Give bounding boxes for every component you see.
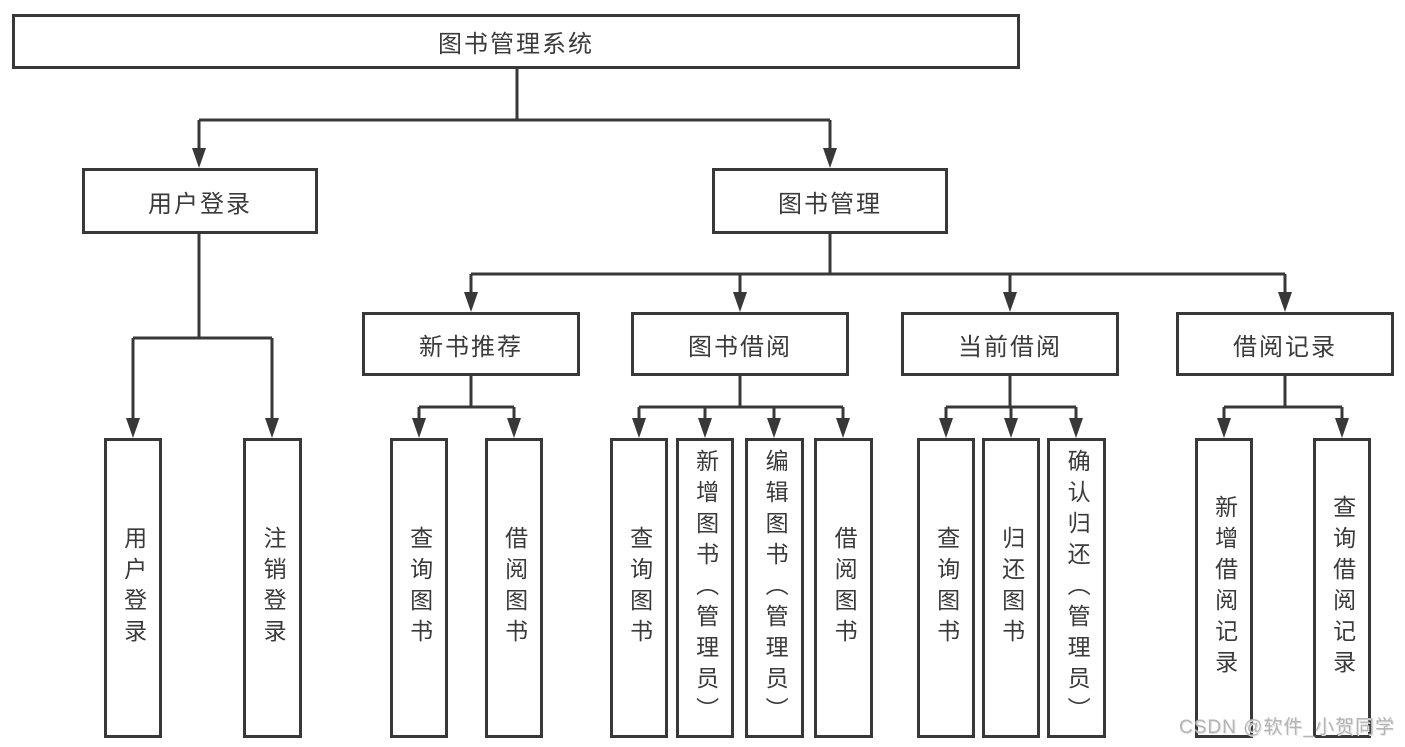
node-label: 注销登录 bbox=[260, 526, 287, 650]
node-leaf-edit-books-admin: 编辑图书（管理员） bbox=[745, 438, 804, 738]
node-label: 查询借阅记录 bbox=[1329, 495, 1356, 681]
node-leaf-logout: 注销登录 bbox=[243, 438, 302, 738]
node-label: 新增借阅记录 bbox=[1211, 495, 1238, 681]
node-leaf-add-books-admin: 新增图书（管理员） bbox=[676, 438, 734, 738]
node-label: 查询图书 bbox=[933, 526, 960, 650]
node-leaf-query-books-recommend: 查询图书 bbox=[390, 438, 448, 738]
node-library-management-system: 图书管理系统 bbox=[12, 14, 1020, 69]
node-label: 借阅记录 bbox=[1233, 333, 1337, 361]
node-label: 借阅图书 bbox=[831, 526, 858, 650]
node-label: 新书推荐 bbox=[419, 333, 523, 361]
node-user-login: 用户登录 bbox=[82, 168, 318, 234]
node-leaf-query-books-current: 查询图书 bbox=[917, 438, 975, 738]
node-label: 当前借阅 bbox=[958, 333, 1062, 361]
node-label: 图书借阅 bbox=[688, 333, 792, 361]
node-borrowing-records: 借阅记录 bbox=[1176, 312, 1394, 376]
node-label: 图书管理系统 bbox=[438, 31, 594, 58]
csdn-watermark: CSDN @软件_小贺同学 bbox=[1179, 717, 1395, 738]
node-label: 用户登录 bbox=[120, 526, 147, 650]
node-leaf-add-borrow-record: 新增借阅记录 bbox=[1195, 438, 1253, 738]
node-leaf-borrow-books-recommend: 借阅图书 bbox=[485, 438, 543, 738]
node-leaf-user-login: 用户登录 bbox=[104, 438, 162, 738]
node-label: 查询图书 bbox=[626, 526, 653, 650]
node-current-borrowing: 当前借阅 bbox=[901, 312, 1119, 376]
node-new-book-recommendation: 新书推荐 bbox=[362, 312, 580, 376]
node-leaf-borrow-books: 借阅图书 bbox=[814, 438, 873, 738]
node-book-borrowing: 图书借阅 bbox=[631, 312, 849, 376]
node-leaf-confirm-return-admin: 确认归还（管理员） bbox=[1047, 438, 1106, 738]
node-label: 借阅图书 bbox=[501, 526, 528, 650]
node-label: 图书管理 bbox=[778, 190, 882, 218]
node-leaf-return-books: 归还图书 bbox=[982, 438, 1040, 738]
node-label: 归还图书 bbox=[998, 526, 1025, 650]
node-label: 编辑图书（管理员） bbox=[762, 448, 789, 728]
node-leaf-query-books-borrowing: 查询图书 bbox=[610, 438, 668, 738]
node-label: 查询图书 bbox=[406, 526, 433, 650]
node-label: 新增图书（管理员） bbox=[692, 448, 719, 728]
node-leaf-query-borrow-record: 查询借阅记录 bbox=[1313, 438, 1371, 738]
node-book-management: 图书管理 bbox=[712, 168, 948, 234]
node-label: 确认归还（管理员） bbox=[1064, 448, 1091, 728]
node-label: 用户登录 bbox=[148, 190, 252, 218]
